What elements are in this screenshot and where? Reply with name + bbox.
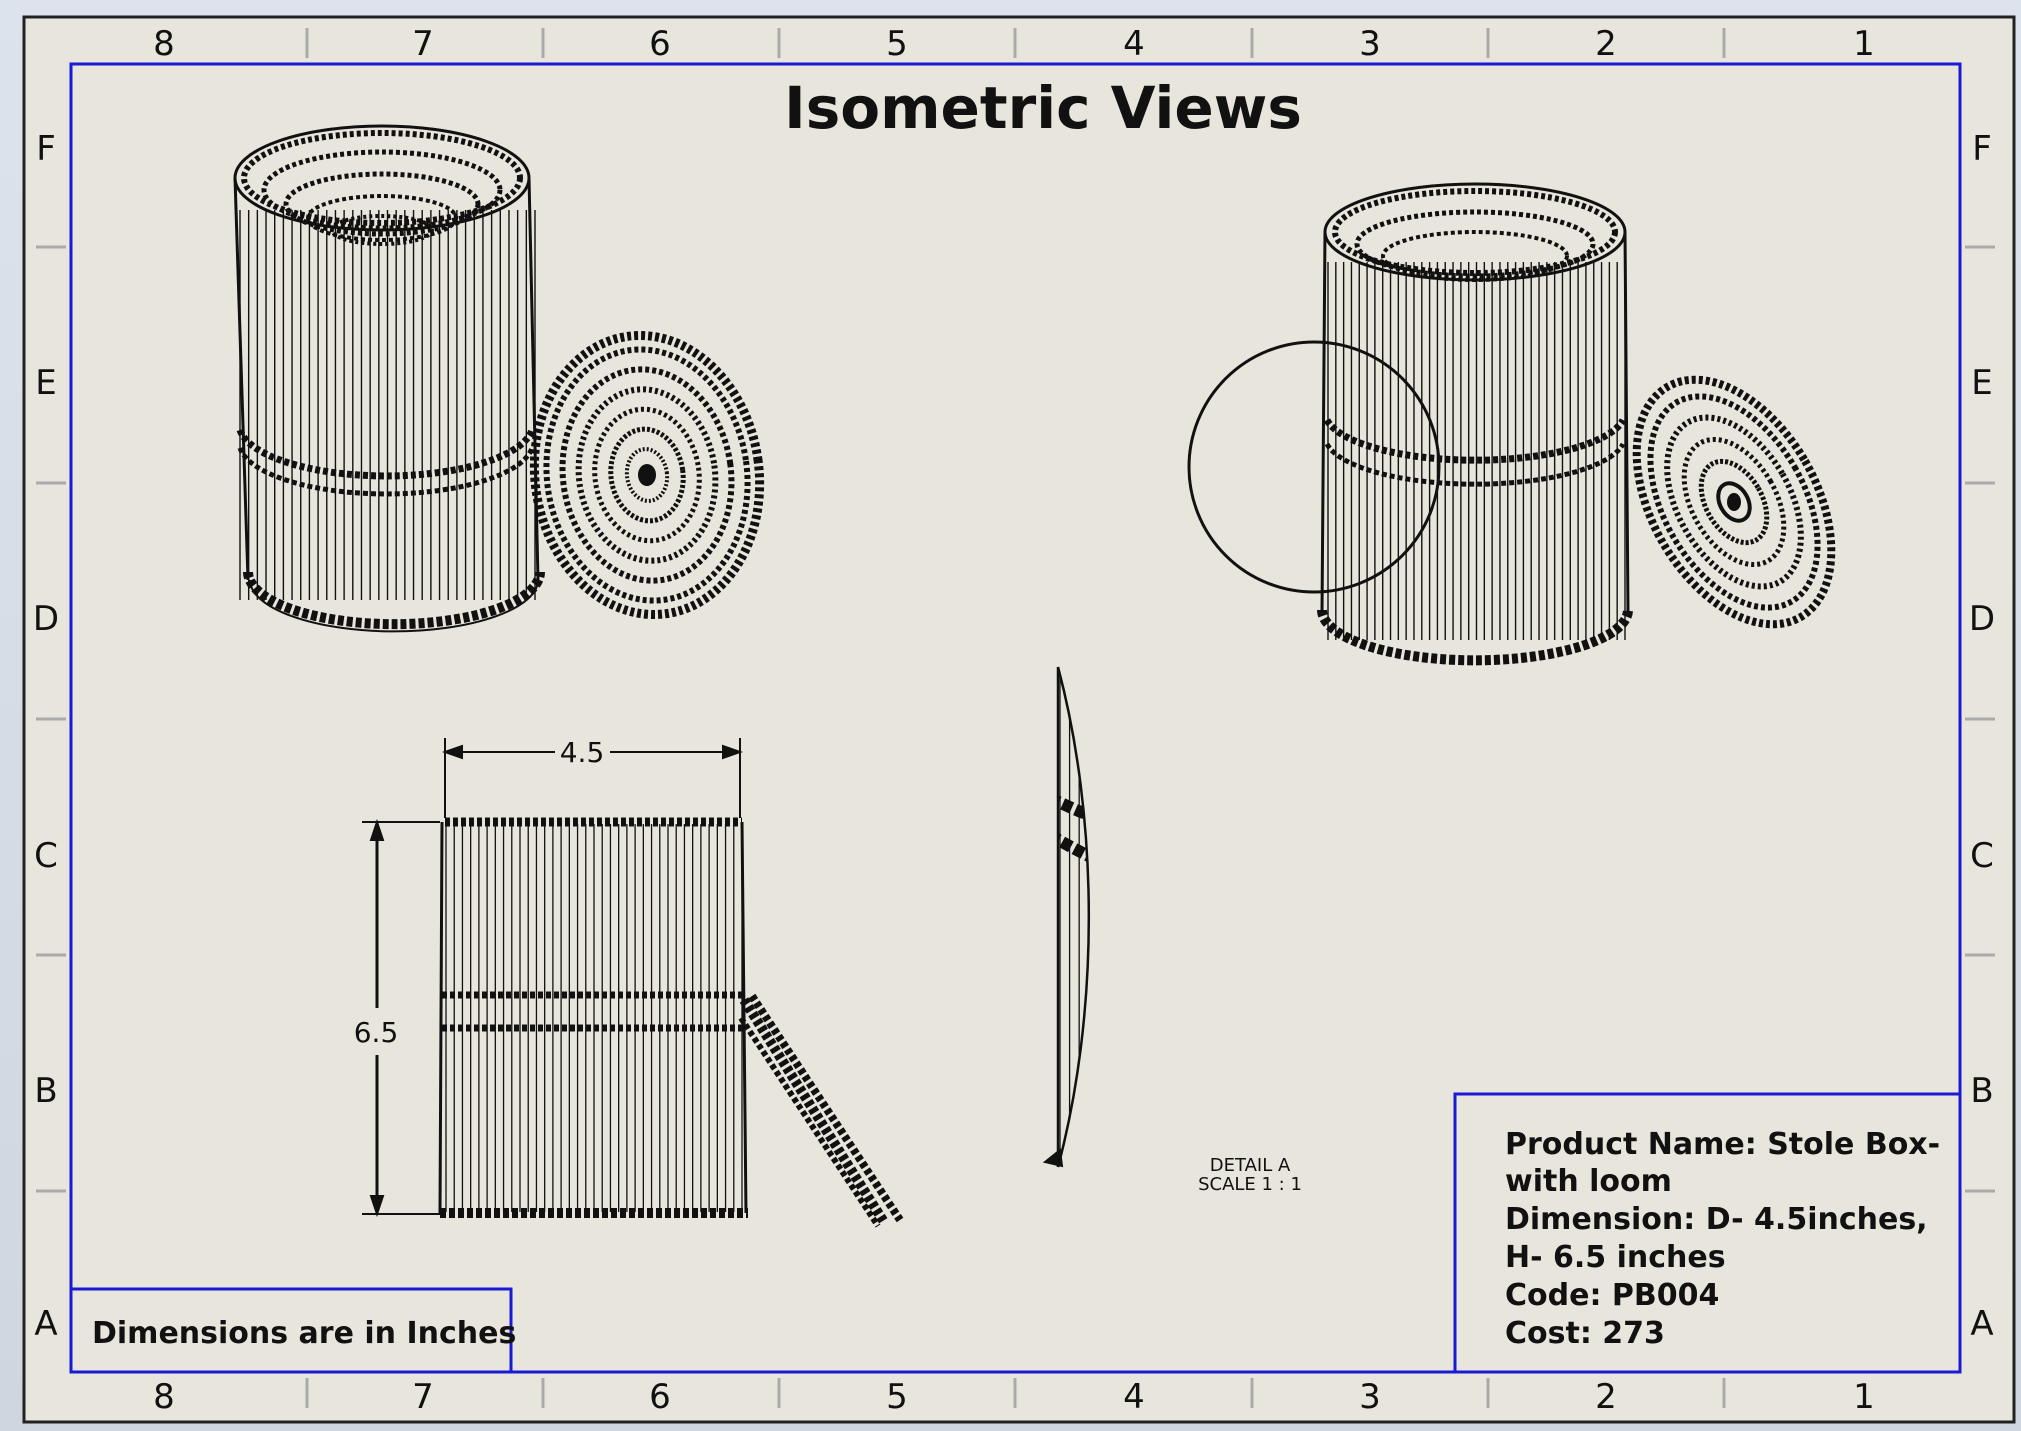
zone-col-bottom-7: 7: [412, 1377, 434, 1417]
zone-row-left-B: B: [34, 1071, 57, 1111]
zone-col-bottom-3: 3: [1359, 1377, 1381, 1417]
inner-border: [69, 62, 1962, 1374]
detail-scale: SCALE 1 : 1: [1198, 1174, 1302, 1195]
zone-row-left-A: A: [34, 1304, 57, 1344]
info-code: Code: PB004: [1505, 1278, 1719, 1313]
zone-row-left-E: E: [35, 363, 56, 403]
drawing-title: Isometric Views: [784, 74, 1302, 142]
zone-col-bottom-6: 6: [649, 1377, 671, 1417]
zone-row-left-C: C: [34, 836, 58, 876]
zone-ticks: [36, 28, 1995, 1408]
isometric-basket-view-right: [1187, 182, 1633, 666]
zone-col-top-2: 2: [1595, 24, 1617, 64]
info-product-name: Product Name: Stole Box-: [1505, 1127, 1940, 1162]
width-dimension-label: 4.5: [560, 736, 605, 769]
lid-view-left: [529, 330, 765, 620]
zone-row-left-D: D: [33, 599, 59, 639]
info-box: [1453, 1092, 1962, 1374]
zone-row-right-E: E: [1971, 363, 1992, 403]
zone-col-top-7: 7: [412, 24, 434, 64]
units-note: Dimensions are in Inches: [92, 1316, 516, 1351]
zone-col-bottom-4: 4: [1123, 1377, 1145, 1417]
iso1-staves: [239, 210, 536, 600]
info-cost: Cost: 273: [1505, 1316, 1665, 1351]
note-box: [69, 1287, 513, 1374]
detail-a-view: [1042, 666, 1091, 1168]
zone-row-right-D: D: [1969, 599, 1995, 639]
zone-col-bottom-5: 5: [886, 1377, 908, 1417]
zone-col-top-3: 3: [1359, 24, 1381, 64]
detail-name: DETAIL A: [1210, 1155, 1291, 1176]
zone-col-top-8: 8: [153, 24, 175, 64]
front-staves: [445, 824, 743, 1212]
info-dimension: Dimension: D- 4.5inches,: [1505, 1202, 1928, 1237]
height-dimension-label: 6.5: [354, 1016, 399, 1049]
zone-col-bottom-1: 1: [1853, 1377, 1875, 1417]
zone-row-left-F: F: [36, 129, 56, 169]
zone-row-right-A: A: [1970, 1304, 1993, 1344]
zone-col-top-4: 4: [1123, 24, 1145, 64]
zone-col-top-1: 1: [1853, 24, 1875, 64]
lid-view-right: [1632, 375, 1836, 629]
zone-col-bottom-8: 8: [153, 1377, 175, 1417]
zone-row-right-C: C: [1970, 836, 1994, 876]
info-product-name-cont: with loom: [1505, 1164, 1672, 1199]
info-dimension-cont: H- 6.5 inches: [1505, 1240, 1726, 1275]
isometric-basket-view-left: [233, 124, 545, 633]
zone-col-bottom-2: 2: [1595, 1377, 1617, 1417]
sheet-paper: [22, 15, 2016, 1424]
zone-row-right-F: F: [1972, 129, 1992, 169]
zone-col-top-6: 6: [649, 24, 671, 64]
front-view: [362, 738, 904, 1228]
zone-row-right-B: B: [1970, 1071, 1993, 1111]
zone-col-top-5: 5: [886, 24, 908, 64]
